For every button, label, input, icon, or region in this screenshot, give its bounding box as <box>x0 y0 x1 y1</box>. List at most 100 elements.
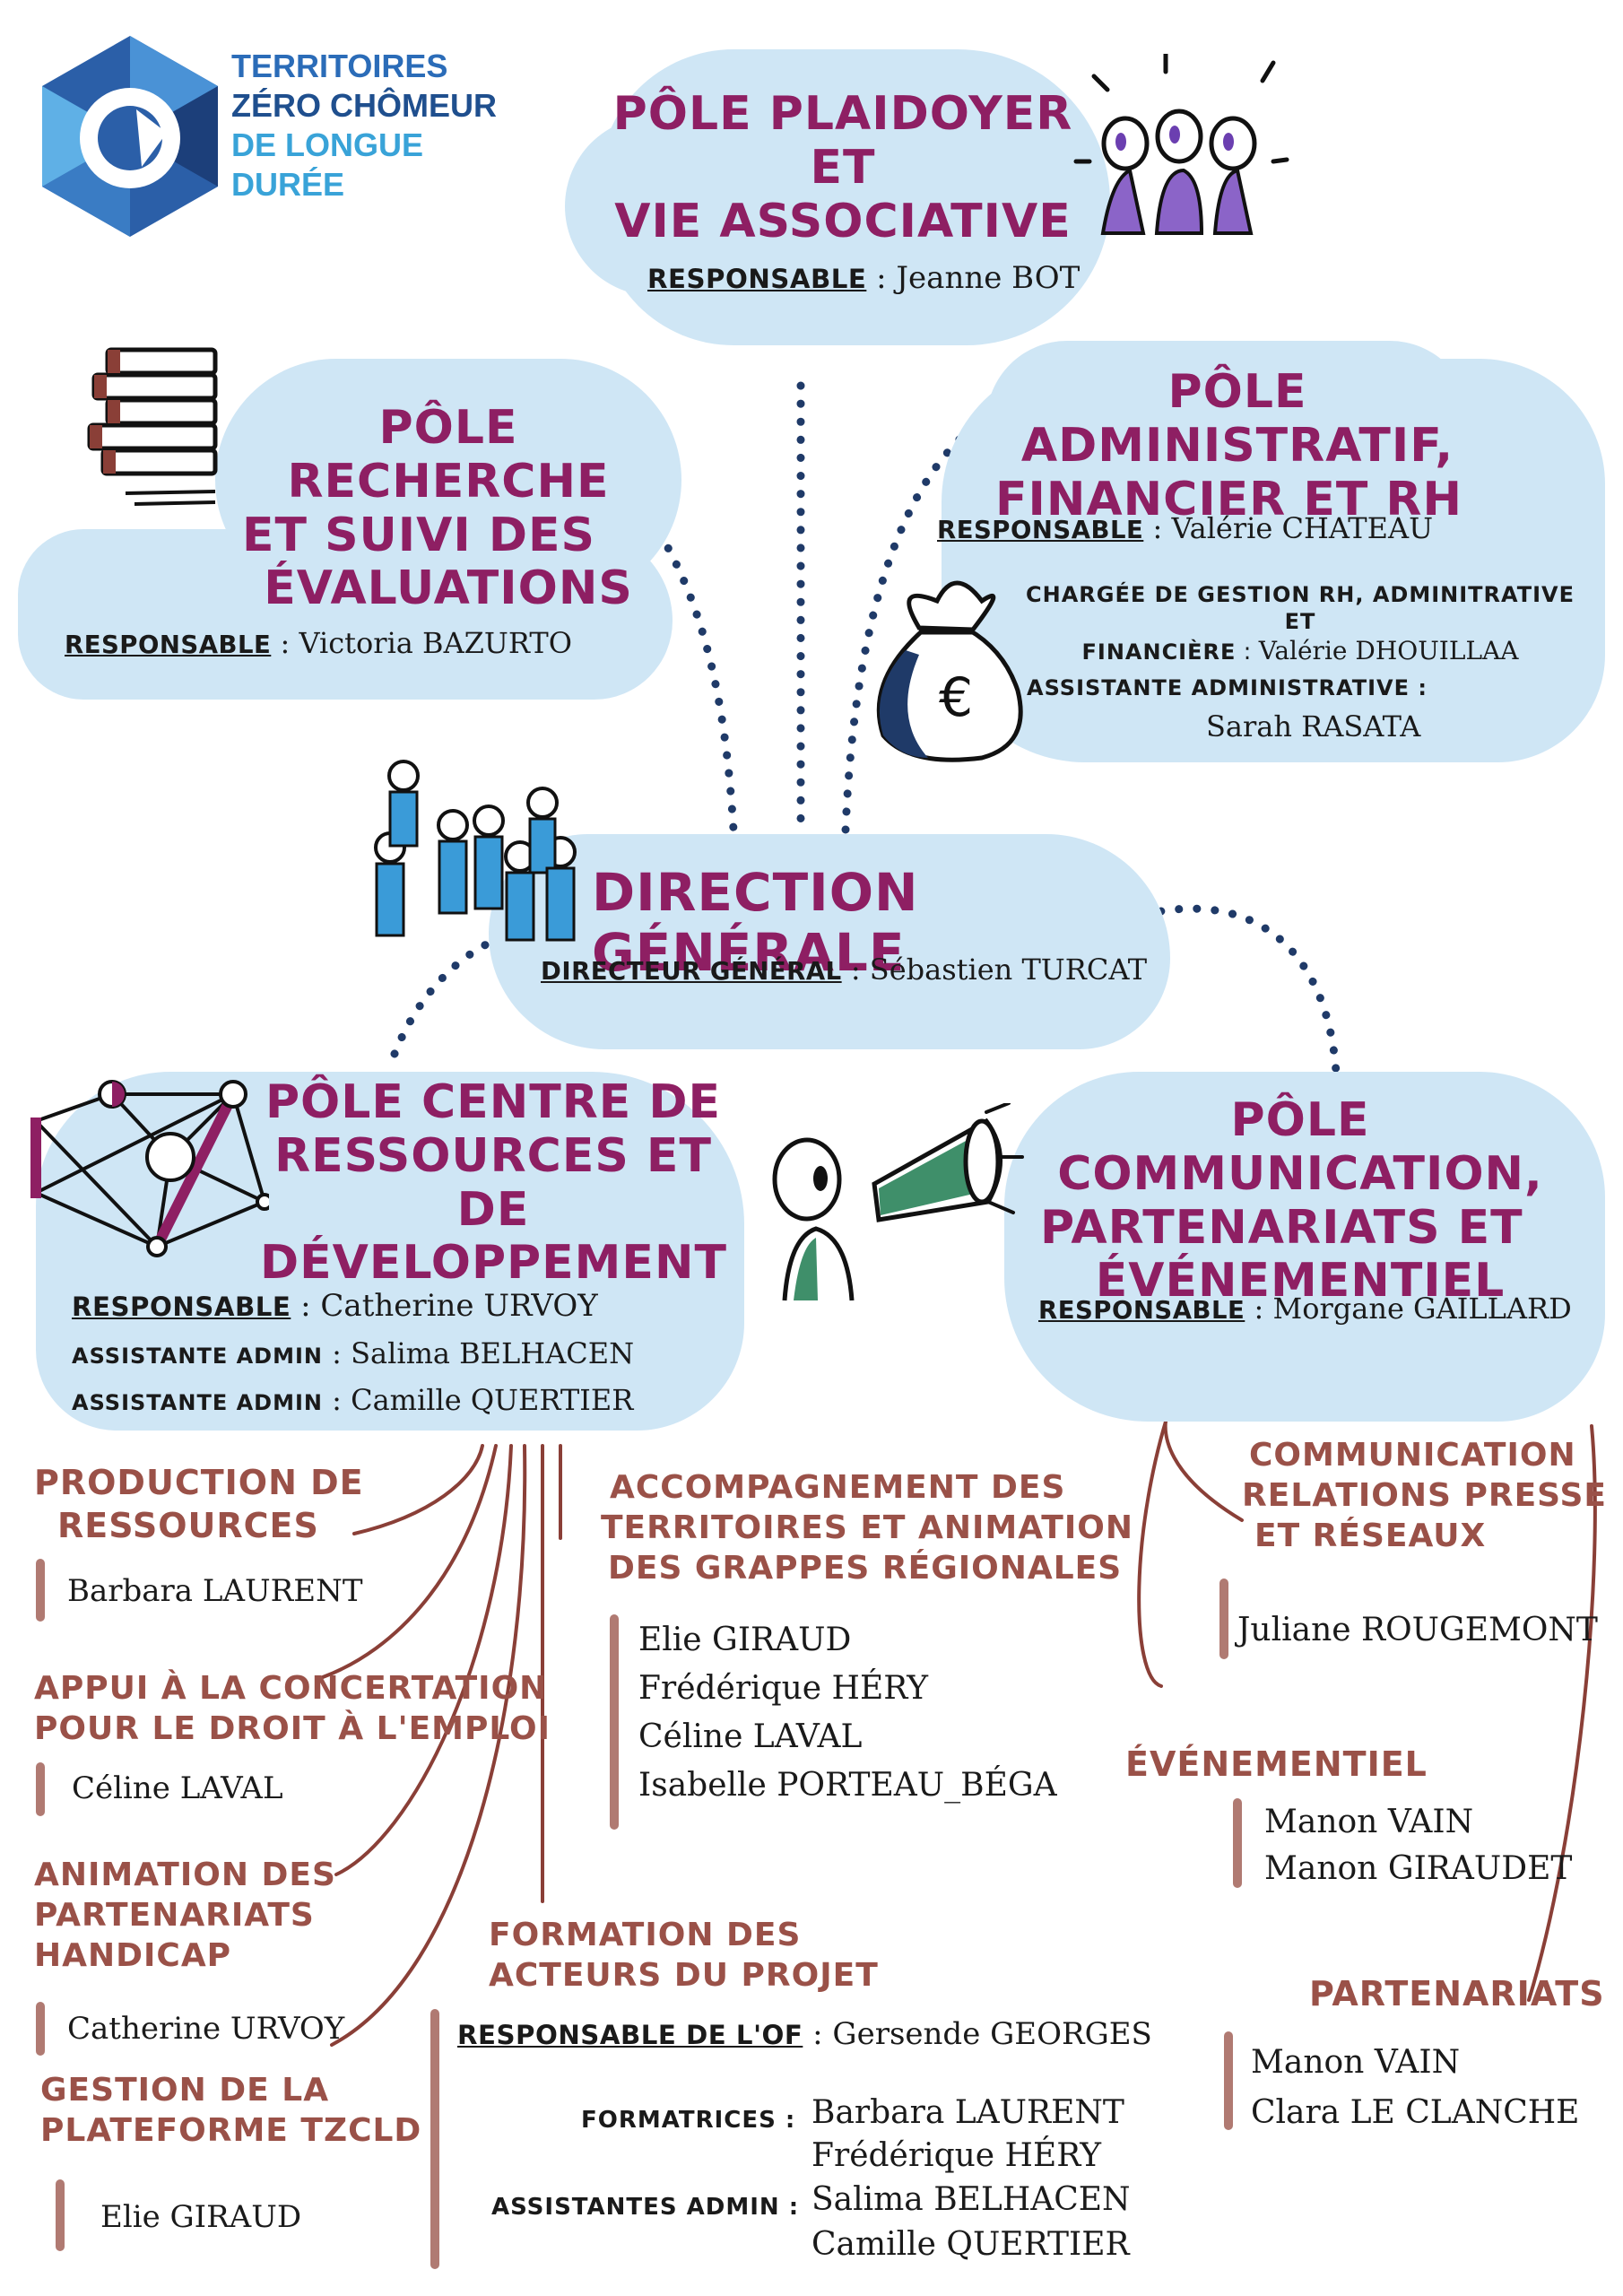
comm-title-line2: PARTENARIATS ET <box>1040 1200 1523 1255</box>
dotted-connector-comm <box>1139 904 1341 1076</box>
formation-title: FORMATION DES ACTEURS DU PROJET <box>489 1915 879 1996</box>
centre-assist-label-2: ASSISTANTE ADMIN <box>72 1390 323 1415</box>
evenementiel-name-2: Manon GIRAUDET <box>1264 1850 1573 1887</box>
gestion-title-line2: PLATEFORME TZCLD <box>40 2112 422 2149</box>
production-title-line1: PRODUCTION DE <box>34 1463 364 1502</box>
hexagon-logo-icon <box>42 36 218 237</box>
admin-title-line2: FINANCIER ET RH <box>995 472 1462 526</box>
recherche-title-line3: ÉVALUATIONS <box>264 561 633 616</box>
admin-resp-label: RESPONSABLE <box>937 516 1144 544</box>
formation-assist-2: Camille QUERTIER <box>812 2226 1130 2263</box>
appui-bar <box>36 1762 45 1816</box>
admin-assist-name: Sarah RASATA <box>1206 709 1421 744</box>
animation-title: ANIMATION DES PARTENARIATS HANDICAP <box>34 1855 336 1976</box>
formation-formatrice-2: Frédérique HÉRY <box>812 2137 1101 2174</box>
logo-wordmark: TERRITOIRES ZÉRO CHÔMEUR DE LONGUE DURÉE <box>231 47 497 204</box>
admin-charge-line1: CHARGÉE DE GESTION RH, ADMINITRATIVE ET <box>1026 582 1575 634</box>
people-group-icon <box>1073 54 1289 235</box>
direction-dir-label: DIRECTEUR GÉNÉRAL <box>541 957 842 986</box>
recherche-resp-label: RESPONSABLE <box>65 631 272 659</box>
admin-charge: CHARGÉE DE GESTION RH, ADMINITRATIVE ET … <box>1013 581 1587 669</box>
partenariats-name-2: Clara LE CLANCHE <box>1251 2094 1580 2131</box>
plaidoyer-title: PÔLE PLAIDOYER ET VIE ASSOCIATIVE <box>592 87 1094 248</box>
communication-name: Juliane ROUGEMONT <box>1237 1612 1598 1648</box>
partenariats-title: PARTENARIATS <box>1309 1974 1605 2013</box>
centre-title-line2: RESSOURCES ET DE <box>274 1128 712 1237</box>
logo-line-1: TERRITOIRES <box>231 48 448 84</box>
partenariats-name-1: Manon VAIN <box>1251 2044 1461 2081</box>
branch-animation <box>334 1444 513 1876</box>
recherche-resp-name: Victoria BAZURTO <box>299 626 572 660</box>
plaidoyer-resp-label: RESPONSABLE <box>647 264 867 294</box>
production-title: PRODUCTION DE RESSOURCES <box>34 1462 364 1547</box>
communication-title-line1: COMMUNICATION <box>1249 1437 1576 1474</box>
dotted-connector-recherche <box>623 484 738 834</box>
branch-evenementiel <box>1137 1397 1175 1688</box>
formation-formatrices: Barbara LAURENT Frédérique HÉRY <box>812 2092 1124 2178</box>
accomp-name-4: Isabelle PORTEAU_BÉGA <box>638 1767 1057 1804</box>
comm-resp-name: Morgane GAILLARD <box>1272 1292 1572 1326</box>
appui-title: APPUI À LA CONCERTATION POUR LE DROIT À … <box>34 1668 551 1749</box>
animation-title-line2: PARTENARIATS <box>34 1897 315 1934</box>
recherche-title-line2: ET SUIVI DES <box>242 508 595 562</box>
animation-title-line3: HANDICAP <box>34 1937 232 1974</box>
centre-resp-label: RESPONSABLE <box>72 1292 291 1322</box>
partenariats-bar <box>1224 2031 1233 2130</box>
admin-title-line1: PÔLE ADMINISTRATIF, <box>1020 365 1454 473</box>
evenementiel-bar <box>1233 1798 1242 1888</box>
formation-responsable: RESPONSABLE DE L'OF : Gersende GEORGES <box>457 2016 1152 2052</box>
branch-appui <box>321 1444 498 1679</box>
accomp-title-line1: ACCOMPAGNEMENT DES <box>610 1469 1066 1506</box>
recherche-title-line1: PÔLE RECHERCHE <box>287 401 610 509</box>
comm-cloud <box>1004 1072 1605 1422</box>
centre-assist-1: Salima BELHACEN <box>351 1336 635 1370</box>
admin-title: PÔLE ADMINISTRATIF, FINANCIER ET RH <box>986 365 1488 526</box>
megaphone-icon <box>772 1103 1024 1301</box>
admin-assist-label: ASSISTANTE ADMINISTRATIVE : <box>1027 675 1428 700</box>
production-bar <box>36 1559 45 1622</box>
admin-resp-name: Valérie CHATEAU <box>1171 511 1434 545</box>
plaidoyer-title-line1: PÔLE PLAIDOYER ET <box>612 87 1073 195</box>
formation-resp-label: RESPONSABLE DE L'OF <box>457 2020 803 2050</box>
accomp-name-3: Céline LAVAL <box>638 1718 863 1755</box>
recherche-title: PÔLE RECHERCHE ET SUIVI DES ÉVALUATIONS <box>215 401 681 616</box>
appui-title-line2: POUR LE DROIT À L'EMPLOI <box>34 1710 551 1747</box>
gestion-title: GESTION DE LA PLATEFORME TZCLD <box>40 2070 421 2151</box>
svg-text:€: € <box>939 666 973 729</box>
centre-people: RESPONSABLE : Catherine URVOY ASSISTANTE… <box>72 1288 635 1417</box>
admin-responsable: RESPONSABLE : Valérie CHATEAU <box>937 511 1434 545</box>
branch-gestion <box>330 1444 527 2047</box>
admin-charge-line2: FINANCIÈRE <box>1081 639 1237 665</box>
direction-title: DIRECTION GÉNÉRALE <box>592 862 919 983</box>
centre-assist-2: Camille QUERTIER <box>351 1383 634 1417</box>
partenariats-names: Manon VAIN Clara LE CLANCHE <box>1251 2038 1579 2138</box>
appui-name: Céline LAVAL <box>72 1770 283 1806</box>
dotted-connector-centre <box>390 933 507 1058</box>
logo-line-3: DE LONGUE <box>231 126 424 163</box>
centre-title: PÔLE CENTRE DE RESSOURCES ET DE DÉVELOPP… <box>260 1075 727 1291</box>
comm-title-line3: ÉVÉNEMENTIEL <box>1095 1254 1506 1309</box>
production-name: Barbara LAURENT <box>67 1573 363 1609</box>
evenementiel-name-1: Manon VAIN <box>1264 1804 1474 1840</box>
evenementiel-names: Manon VAIN Manon GIRAUDET <box>1264 1799 1572 1892</box>
admin-charge-name: Valérie DHOUILLAA <box>1258 636 1519 665</box>
centre-title-line3: DÉVELOPPEMENT <box>260 1236 727 1291</box>
evenementiel-title: ÉVÉNEMENTIEL <box>1125 1744 1428 1784</box>
appui-title-line1: APPUI À LA CONCERTATION <box>34 1670 548 1707</box>
plaidoyer-resp-name: Jeanne BOT <box>896 260 1081 296</box>
recherche-cloud-top <box>215 359 681 601</box>
gestion-bar <box>56 2179 65 2251</box>
formation-assist-1: Salima BELHACEN <box>812 2181 1131 2218</box>
formation-formatrice-1: Barbara LAURENT <box>812 2094 1124 2131</box>
accomp-title-line3: DES GRAPPES RÉGIONALES <box>608 1550 1123 1587</box>
gestion-name: Elie GIRAUD <box>100 2199 302 2235</box>
animation-bar <box>36 2002 45 2056</box>
centre-title-line1: PÔLE CENTRE DE <box>265 1075 722 1129</box>
centre-assist-label-1: ASSISTANTE ADMIN <box>72 1344 323 1369</box>
formation-title-line2: ACTEURS DU PROJET <box>489 1957 879 1994</box>
gestion-title-line1: GESTION DE LA <box>40 2072 330 2109</box>
plaidoyer-responsable: RESPONSABLE : Jeanne BOT <box>647 260 1081 296</box>
logo-line-2: ZÉRO CHÔMEUR <box>231 87 497 124</box>
network-graph-icon <box>30 1080 269 1257</box>
